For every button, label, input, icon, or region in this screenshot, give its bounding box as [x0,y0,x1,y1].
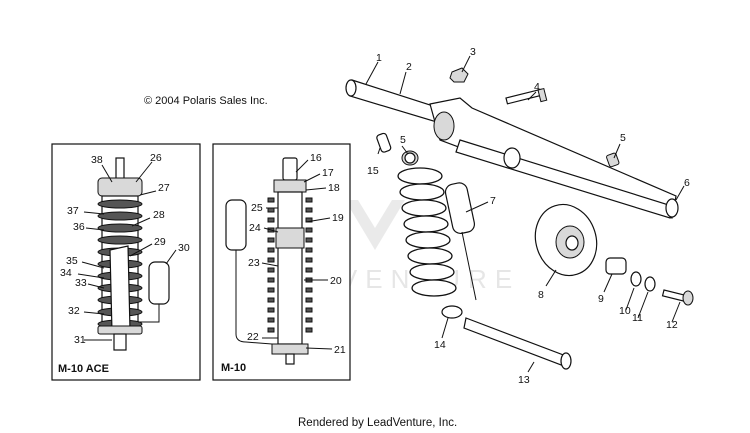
callout-33: 33 [75,277,87,289]
callout-29: 29 [154,236,166,248]
callout-8: 8 [538,289,544,301]
inset-m10: 16 17 18 25 19 24 23 20 22 21 M-10 [212,143,351,381]
callout-2: 2 [406,61,412,73]
idler-wheel [534,203,598,277]
spacer-9 [605,257,627,275]
shock-absorber [397,152,477,319]
nut-3 [449,67,469,83]
callout-34: 34 [60,267,72,279]
inset-caption-m10: M-10 [221,362,246,374]
washer-11 [644,276,656,292]
callout-12: 12 [666,319,678,331]
callout-14: 14 [434,339,446,351]
callout-27: 27 [158,182,170,194]
callout-1: 1 [376,52,382,64]
callout-18: 18 [328,182,340,194]
bolt-4 [505,87,548,105]
callout-25: 25 [251,202,263,214]
callout-5-right: 5 [620,132,626,144]
callout-21: 21 [334,344,346,356]
shock-spring [397,167,457,297]
callout-4: 4 [534,81,540,93]
callout-20: 20 [330,275,342,287]
copyright-text: © 2004 Polaris Sales Inc. [144,95,268,107]
main-exploded-view: 1 2 3 4 5 5 15 6 7 8 9 10 11 12 14 13 [345,46,694,386]
callout-38: 38 [91,154,103,166]
bolt-12 [661,289,694,306]
callout-22: 22 [247,331,259,343]
inset-caption-m10-ace: M-10 ACE [58,363,109,375]
callout-26: 26 [150,152,162,164]
callout-11: 11 [632,312,643,324]
callout-30: 30 [178,242,190,254]
callout-23: 23 [248,257,260,269]
callout-7: 7 [490,195,496,207]
washer-10 [630,271,642,287]
callout-13: 13 [518,374,530,386]
callout-36: 36 [73,221,85,233]
callout-31: 31 [74,334,86,346]
bushing-15 [376,132,392,153]
callout-5-left: 5 [400,134,406,146]
callout-6: 6 [684,177,690,189]
callout-32: 32 [68,305,80,317]
callout-16: 16 [310,152,322,164]
callout-10: 10 [619,305,631,317]
callout-3: 3 [470,46,476,58]
callout-37: 37 [67,205,79,217]
callout-35: 35 [66,255,78,267]
callout-28: 28 [153,209,165,221]
inset-m10-ace: 38 26 27 37 28 36 29 30 35 34 33 32 31 M… [51,143,201,381]
callout-9: 9 [598,293,604,305]
callout-17: 17 [322,167,334,179]
footer-credit: Rendered by LeadVenture, Inc. [298,417,457,429]
lower-shaft [463,317,572,370]
rear-arm [429,97,679,219]
screw-5b [606,152,620,168]
upper-shaft [345,79,453,127]
m10-spring-coils [267,197,313,333]
callout-19: 19 [332,212,344,224]
callout-24: 24 [249,222,261,234]
callout-15: 15 [367,165,379,177]
